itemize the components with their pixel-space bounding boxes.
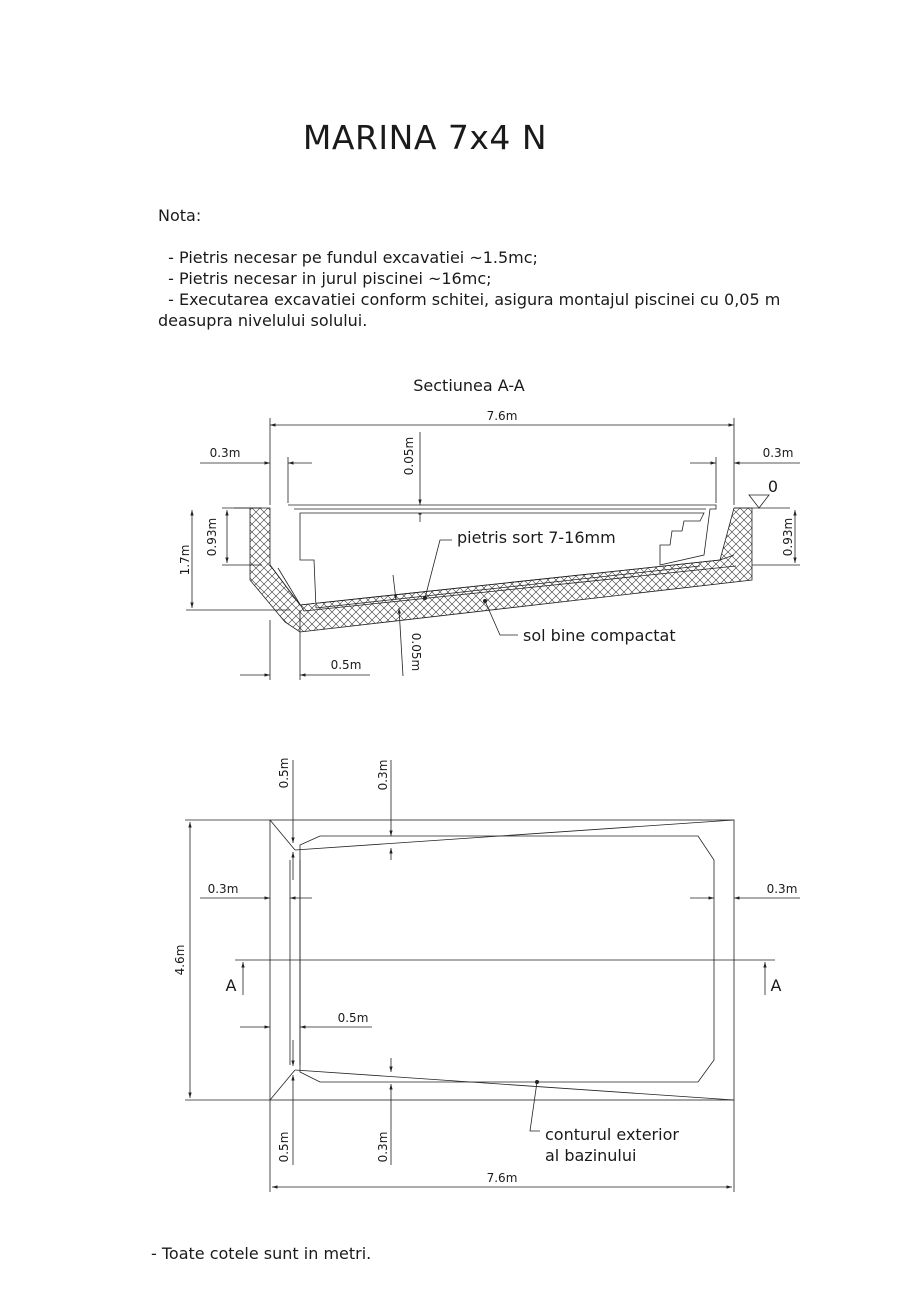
label-outline-line-1: conturul exterior (545, 1125, 679, 1144)
dim-bottom-slope-label: 0.5m (331, 658, 362, 672)
label-gravel: pietris sort 7-16mm (457, 528, 616, 547)
dim-bottom-left-label: 0.5m (277, 1132, 291, 1163)
notes-heading: Nota: (158, 206, 202, 225)
leader-gravel (424, 539, 452, 599)
dim-bottom-gravel-arrow-2 (397, 607, 404, 677)
dim-left-offset-label: 0.3m (210, 446, 241, 460)
plan-corner-tl (269, 819, 296, 851)
note-item-excavation: - Executarea excavatiei conform schitei,… (158, 290, 781, 309)
leader-outline-dot (535, 1080, 540, 1085)
plan-slope-top (294, 819, 735, 851)
dim-top-left-label: 0.5m (277, 758, 291, 789)
level-triangle-icon (748, 494, 770, 509)
dim-bottom-gravel-label: 0.05m (409, 633, 423, 671)
dim-width-label: 7.6m (487, 1171, 518, 1185)
page-title: MARINA 7x4 N (302, 118, 548, 157)
dim-right-label: 0.3m (767, 882, 798, 896)
leader-outline (529, 1081, 540, 1132)
leader-gravel-dot (422, 596, 427, 601)
dim-top-gap-label: 0.05m (402, 437, 416, 475)
plan-slope-bottom (294, 1069, 735, 1101)
note-item-gravel-around: - Pietris necesar in jurul piscinei ~16m… (158, 269, 492, 288)
pool-floor (315, 565, 701, 609)
section-view: Sectiunea A-A 7.6m 0.3m 0.3m 0.05m 0 (178, 376, 800, 680)
plan-pool-outline (299, 835, 715, 1083)
section-title: Sectiunea A-A (413, 376, 525, 395)
label-soil: sol bine compactat (523, 626, 676, 645)
dim-inner-label: 0.5m (338, 1011, 369, 1025)
note-item-gravel-bottom: - Pietris necesar pe fundul excavatiei ~… (158, 248, 538, 267)
leader-soil (484, 600, 518, 636)
pool-shell (288, 504, 717, 609)
plan-view: A A 4.6m 0.5m 0.3m 0.3m 0.3m 0.5m 0.5m (173, 758, 800, 1192)
note-item-excavation-cont: deasupra nivelului solului. (158, 311, 368, 330)
dim-depth-right-label: 0.93m (781, 518, 795, 556)
section-mark-left: A (226, 976, 237, 995)
dim-height-label: 4.6m (173, 945, 187, 976)
level-zero-label: 0 (768, 477, 778, 496)
gravel-line-bottom (277, 565, 737, 612)
label-outline-line-2: al bazinului (545, 1146, 636, 1165)
dim-width-label: 7.6m (487, 409, 518, 423)
dim-top-mid-label: 0.3m (376, 760, 390, 791)
soil-hatch (249, 507, 753, 633)
gravel-line-top (269, 554, 735, 606)
footer-note: - Toate cotele sunt in metri. (151, 1244, 372, 1263)
dim-total-depth-label: 1.7m (178, 545, 192, 576)
leader-soil-dot (482, 599, 487, 604)
dim-bottom-mid-label: 0.3m (376, 1132, 390, 1163)
dim-bottom-gravel-arrow-1 (392, 574, 398, 601)
dim-left-label: 0.3m (208, 882, 239, 896)
section-mark-right: A (771, 976, 782, 995)
dim-right-offset-label: 0.3m (763, 446, 794, 460)
dim-depth-left-label: 0.93m (205, 518, 219, 556)
plan-corner-bl (269, 1069, 296, 1101)
